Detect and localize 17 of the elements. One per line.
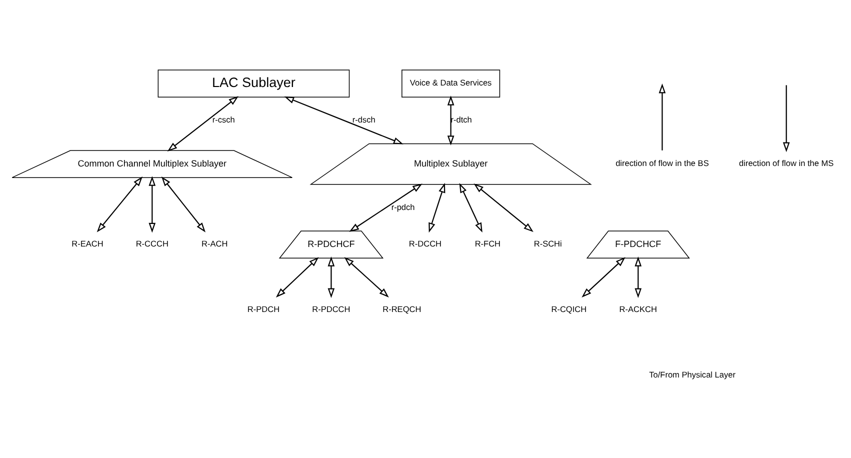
node-text: R-DCCH — [408, 239, 442, 248]
node-text: R-ACH — [201, 239, 228, 248]
node-text: R-ACKCH — [619, 304, 657, 314]
node-text: R-CCCH — [136, 239, 168, 248]
edge-label: r-pdch — [391, 202, 415, 212]
node-text: R-REQCH — [382, 304, 422, 314]
edge-label: r-csch — [212, 115, 235, 124]
legend-label: direction of flow in the MS — [739, 158, 834, 168]
node-text: R-PDCCH — [312, 304, 350, 314]
node-text: R-FCH — [474, 239, 501, 248]
edge-label: r-dsch — [352, 115, 376, 124]
node-text: R-PDCH — [247, 304, 280, 314]
node-text: R-SCHi — [534, 239, 562, 248]
label: To/From Physical Layer — [649, 370, 736, 380]
legend-label: direction of flow in the BS — [616, 158, 709, 168]
node-text: R-CQICH — [551, 304, 587, 314]
node-text: R-EACH — [72, 239, 104, 248]
